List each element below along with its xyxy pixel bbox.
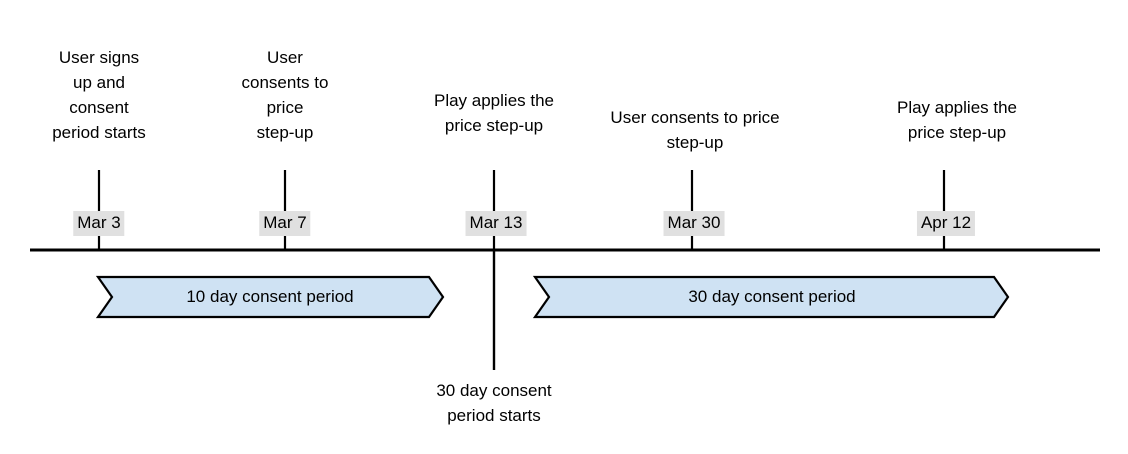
date-chip-apr-12[interactable]: Apr 12	[916, 211, 976, 236]
date-chip-mar-7[interactable]: Mar 7	[259, 211, 311, 236]
period-chevron-consent-10-day	[95, 275, 445, 319]
date-chip-mar-3[interactable]: Mar 3	[73, 211, 125, 236]
period-chevron-consent-30-day	[532, 275, 1010, 319]
annotation-label-consent-30-start: 30 day consent period starts	[436, 381, 552, 425]
period-label-consent-30-day: 30 day consent period	[688, 287, 856, 306]
period-label-consent-10-day: 10 day consent period	[186, 287, 354, 306]
date-chip-mar-30[interactable]: Mar 30	[663, 211, 725, 236]
date-chip-mar-13[interactable]: Mar 13	[465, 211, 527, 236]
